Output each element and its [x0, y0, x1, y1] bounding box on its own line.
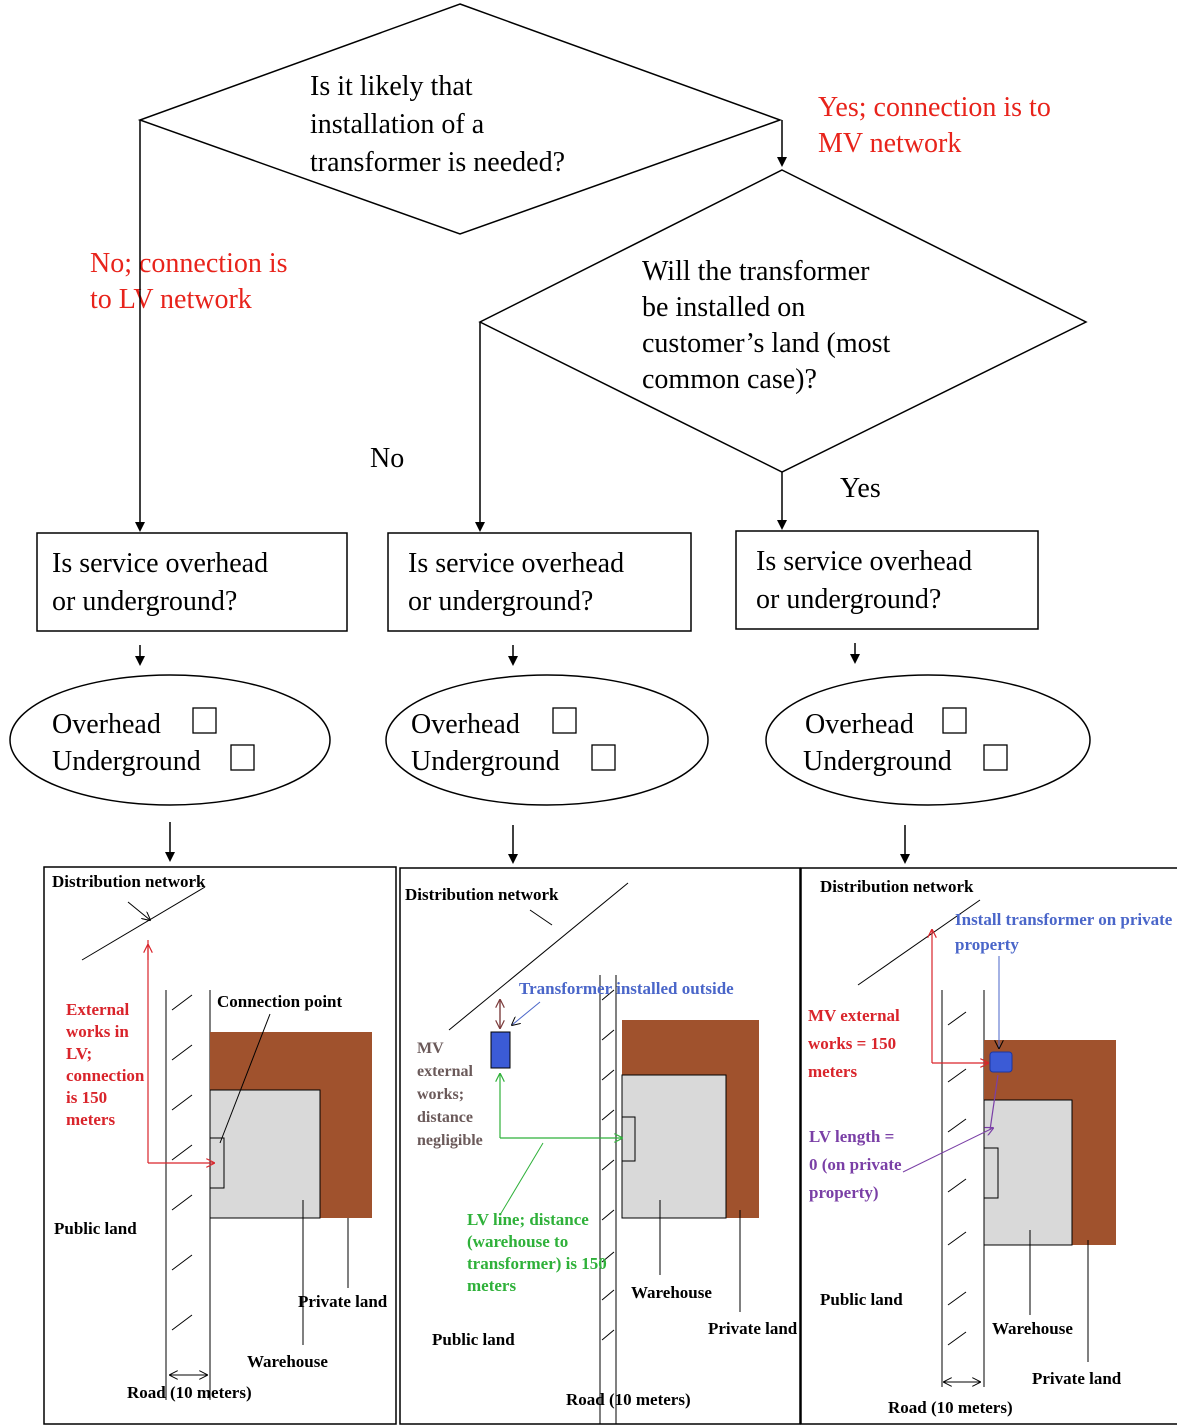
options-ellipse-3 [765, 674, 1091, 806]
panel1-network-pointer [127, 901, 150, 920]
underground-label-3: Underground [803, 746, 952, 777]
panel2-public-land: Public land [432, 1330, 515, 1349]
panel1-connection-pointer [219, 1013, 271, 1144]
panel3-private-land-label: Private land [1032, 1369, 1122, 1388]
underground-label-2: Underground [411, 746, 560, 777]
panel2-lv-line-label: LV line; distance (warehouse to transfor… [467, 1210, 611, 1295]
underground-checkbox-1[interactable] [230, 744, 255, 771]
panel2-transformer-outside-label: Transformer installed outside [519, 979, 734, 998]
service-question-box-3 [735, 530, 1039, 630]
panel3-distribution-line [857, 899, 981, 986]
panel3-install-transformer-label: Install transformer on private property [955, 910, 1177, 954]
panel-lv-connection: Distribution network External works in L… [43, 866, 397, 1425]
yes-mv-label: Yes; connection is to MV network [818, 92, 1058, 159]
panel3-warehouse [983, 1099, 1073, 1246]
service-question-1-text: Is service overhead or underground? [52, 548, 275, 617]
yes2-label: Yes [840, 473, 881, 504]
overhead-checkbox-2[interactable] [552, 707, 577, 734]
panel3-transformer [989, 1051, 1013, 1073]
panel3-warehouse-label: Warehouse [992, 1319, 1073, 1338]
panel3-road-label: Road (10 meters) [888, 1398, 1013, 1417]
panel3-lv-line [989, 1074, 999, 1131]
no2-label: No [370, 443, 404, 474]
panel2-distribution-line [448, 882, 629, 1031]
panel2-road-label: Road (10 meters) [566, 1390, 691, 1409]
panel3-lv-length-label: LV length = 0 (on private property) [809, 1127, 906, 1202]
panel2-mv-external-label: MV external works; distance negligible [417, 1040, 483, 1149]
panel1-road-label: Road (10 meters) [127, 1383, 252, 1402]
underground-label-1: Underground [52, 746, 201, 777]
underground-checkbox-2[interactable] [591, 744, 616, 771]
panel1-external-works-label: External works in LV; connection is 150 … [66, 1000, 149, 1129]
panel-transformer-outside: Distribution network Transformer install… [399, 867, 801, 1425]
panel1-private-land-label: Private land [298, 1292, 388, 1311]
panel3-mv-external-label: MV external works = 150 meters [808, 1006, 904, 1081]
panel2-road-hatching [601, 989, 615, 1341]
service-question-box-1 [36, 532, 348, 632]
options-ellipse-2 [385, 674, 709, 806]
panel-transformer-private: Distribution network Install transformer… [800, 867, 1177, 1425]
panel1-distribution-network: Distribution network [52, 872, 206, 891]
panel2-transformer [490, 1031, 511, 1069]
panel2-warehouse-label: Warehouse [631, 1283, 712, 1302]
panel3-road-hatching [947, 1011, 967, 1346]
options-ellipse-1 [9, 674, 331, 806]
underground-checkbox-3[interactable] [983, 744, 1008, 771]
panel1-warehouse [209, 1089, 321, 1219]
panel1-public-land: Public land [54, 1219, 137, 1238]
overhead-label-3: Overhead [805, 709, 914, 740]
panel3-public-land: Public land [820, 1290, 903, 1309]
overhead-checkbox-3[interactable] [942, 707, 967, 734]
panel2-warehouse [621, 1074, 727, 1219]
panel3-distribution-network: Distribution network [820, 877, 974, 896]
panel1-road-hatching [171, 994, 193, 1331]
panel3-connection-box [983, 1147, 999, 1199]
panel1-warehouse-label: Warehouse [247, 1352, 328, 1371]
panel1-distribution-line [81, 886, 206, 961]
decision2-text: Will the transformer be installed on cus… [642, 256, 897, 395]
panel2-connection-box [621, 1116, 636, 1162]
service-question-2-text: Is service overhead or underground? [408, 548, 631, 617]
overhead-label-1: Overhead [52, 709, 161, 740]
overhead-label-2: Overhead [411, 709, 520, 740]
panel2-private-land-label: Private land [708, 1319, 798, 1338]
service-question-box-2 [387, 532, 692, 632]
panel2-distribution-network: Distribution network [405, 885, 559, 904]
decision1-text: Is it likely that installation of a tran… [310, 71, 565, 178]
panel1-connection-point-label: Connection point [217, 992, 342, 1011]
decision-transformer-needed [137, 3, 783, 235]
no-lv-label: No; connection is to LV network [90, 248, 295, 315]
service-question-3-text: Is service overhead or underground? [756, 546, 979, 615]
overhead-checkbox-1[interactable] [192, 707, 217, 734]
